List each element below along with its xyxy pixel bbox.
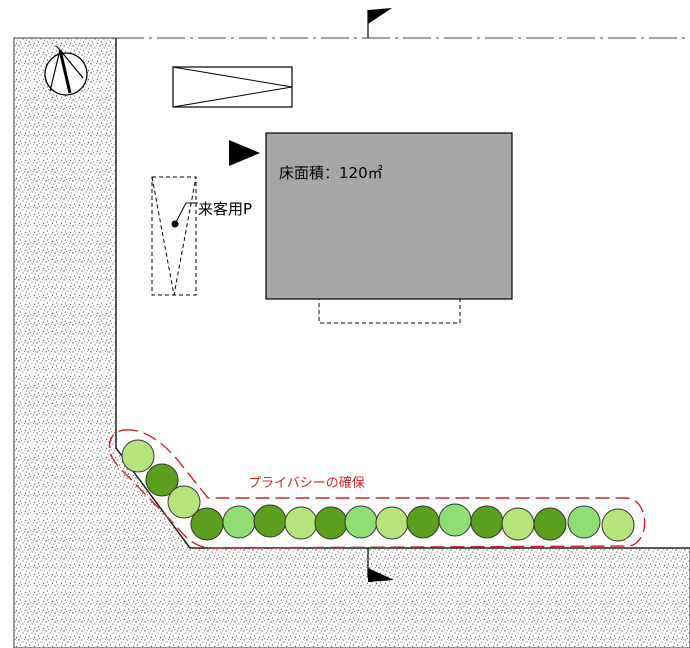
tree	[470, 505, 504, 539]
tree	[601, 508, 635, 542]
north-arrow-icon	[44, 45, 88, 96]
guest-parking-space	[151, 176, 197, 296]
tree	[406, 505, 440, 539]
hedge-trees	[121, 439, 635, 542]
tree	[344, 505, 378, 539]
building	[265, 132, 513, 300]
floor-area-label: 床面積：120㎡	[279, 164, 383, 182]
building-annex-dashed	[318, 298, 461, 324]
flag-icon	[367, 548, 394, 582]
tree	[167, 485, 201, 519]
flag-icon	[367, 8, 392, 38]
entry-arrow-icon	[229, 140, 260, 166]
storage-box	[172, 66, 293, 108]
parking-leader-line	[174, 202, 187, 225]
privacy-outline	[108, 429, 646, 549]
tree	[121, 439, 155, 473]
tree	[375, 506, 409, 540]
tree	[533, 507, 567, 541]
tree	[145, 463, 179, 497]
tree	[314, 506, 348, 540]
guest-parking-label: 来客用P	[198, 200, 252, 218]
tree	[253, 504, 287, 538]
tree	[190, 507, 224, 541]
privacy-label: プライバシーの確保	[248, 475, 365, 491]
tree	[438, 503, 472, 537]
tree	[284, 506, 318, 540]
tree	[501, 507, 535, 541]
tree	[222, 505, 256, 539]
tree	[567, 505, 601, 539]
